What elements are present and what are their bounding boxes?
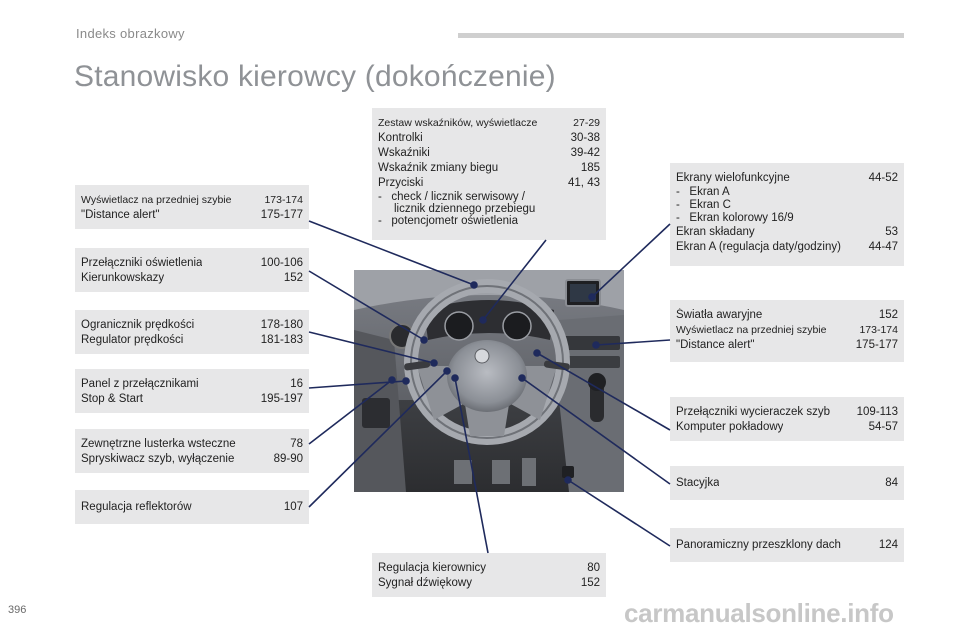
callout-row: - Ekran A: [676, 186, 730, 198]
dashboard-illustration: [354, 270, 624, 492]
page-number: 396: [8, 604, 27, 616]
callout-row: "Distance alert"175-177: [676, 339, 898, 351]
callout-row: - Ekran C: [676, 199, 731, 211]
header-divider: [458, 33, 904, 38]
section-label: Indeks obrazkowy: [76, 26, 185, 41]
callout-row: "Distance alert"175-177: [81, 209, 303, 221]
callout-row: licznik dziennego przebiegu: [378, 203, 536, 215]
page-title: Stanowisko kierowcy (dokończenie): [74, 60, 556, 93]
callout-row: - potencjometr oświetlenia: [378, 215, 518, 227]
callout-row: Ekran A (regulacja daty/godziny)44-47: [676, 241, 898, 253]
callout-row: - check / licznik serwisowy /: [378, 191, 525, 203]
dashboard-drawing: [354, 270, 624, 492]
watermark: carmanualsonline.info: [624, 598, 894, 628]
callout-row: - Ekran kolorowy 16/9: [676, 212, 794, 224]
